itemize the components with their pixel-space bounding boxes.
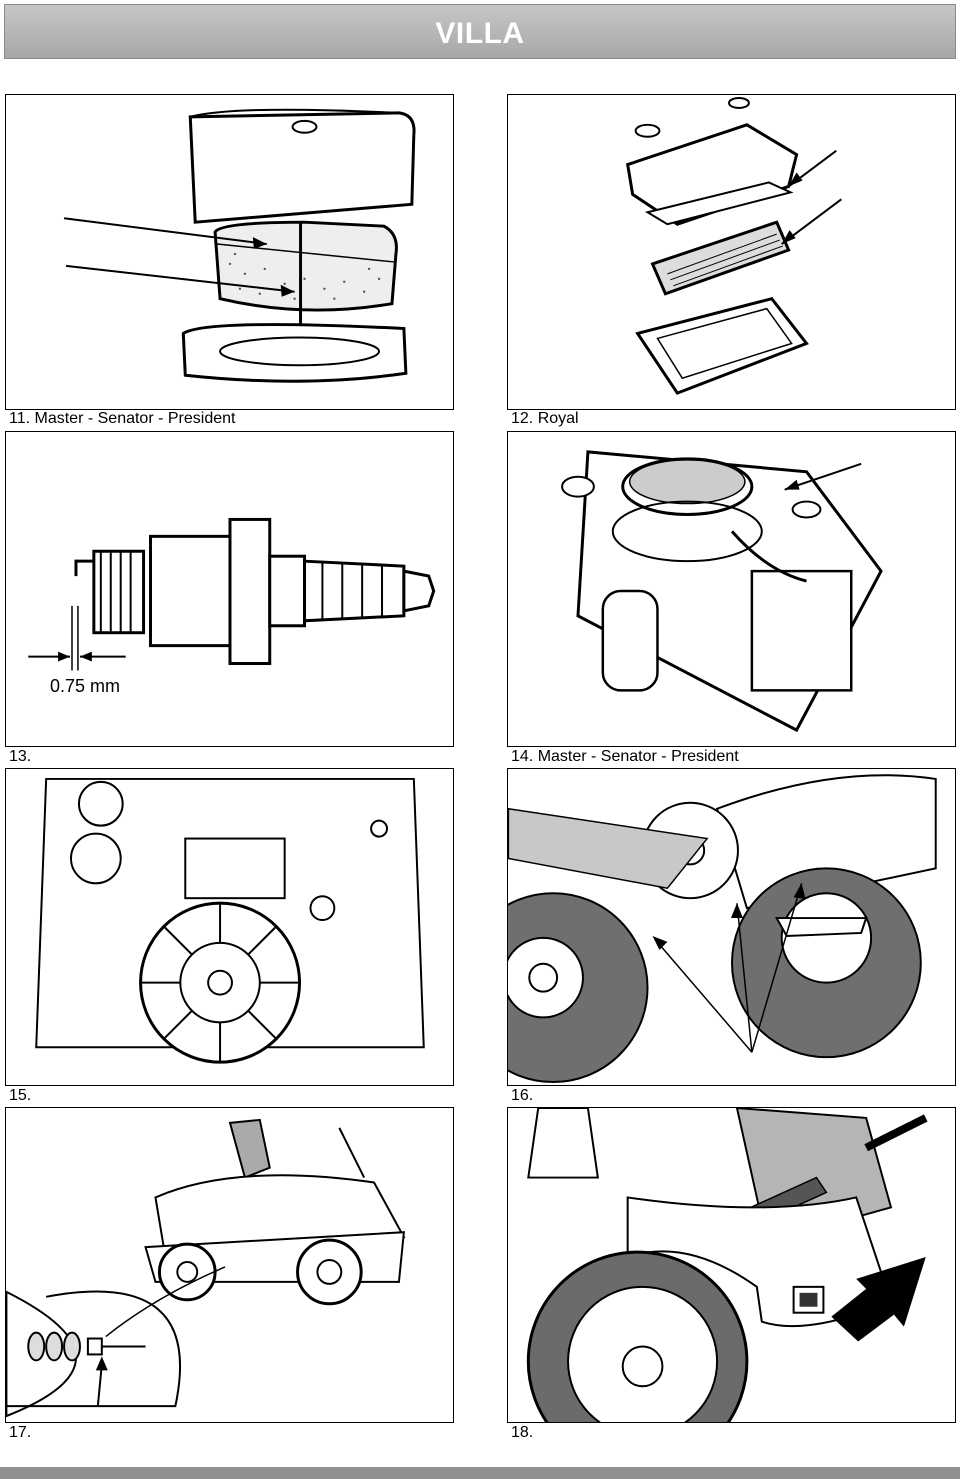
figure-15-caption: 15. [9,1087,32,1104]
engine-top-view-illustration [35,777,425,1064]
page-title: VILLA [435,17,525,50]
rider-mower-illustration [6,1118,406,1418]
page-header: VILLA [4,4,956,59]
figure-13-spark-plug: 0.75 mm [5,431,454,747]
engine-illustration [561,450,883,733]
figure-16-cutting-deck [507,768,956,1086]
figure-12-caption: 12. Royal [511,410,579,427]
figure-15-engine-top-view [5,768,454,1086]
figure-11-caption: 11. Master - Senator - President [9,410,236,427]
figure-11-air-filter [5,94,454,410]
rear-socket-illustration [526,1108,928,1422]
royal-air-filter-illustration [625,96,842,395]
figure-16-caption: 16. [511,1087,534,1104]
spark-plug-illustration [28,517,436,671]
figure-14-caption: 14. Master - Senator - President [511,748,739,765]
figure-17-rider-mower-adjustment [5,1107,454,1423]
figure-12-air-filter-royal [507,94,956,410]
air-filter-illustration [63,108,416,383]
footer-bar [0,1467,960,1479]
figure-13-caption: 13. [9,748,32,765]
figure-18-caption: 18. [511,1424,534,1441]
figure-18-rear-socket [507,1107,956,1423]
spark-plug-gap-label: 0.75 mm [50,676,121,696]
cutting-deck-illustration [508,774,937,1083]
figure-14-engine-cooling [507,431,956,747]
figure-17-caption: 17. [9,1424,32,1441]
